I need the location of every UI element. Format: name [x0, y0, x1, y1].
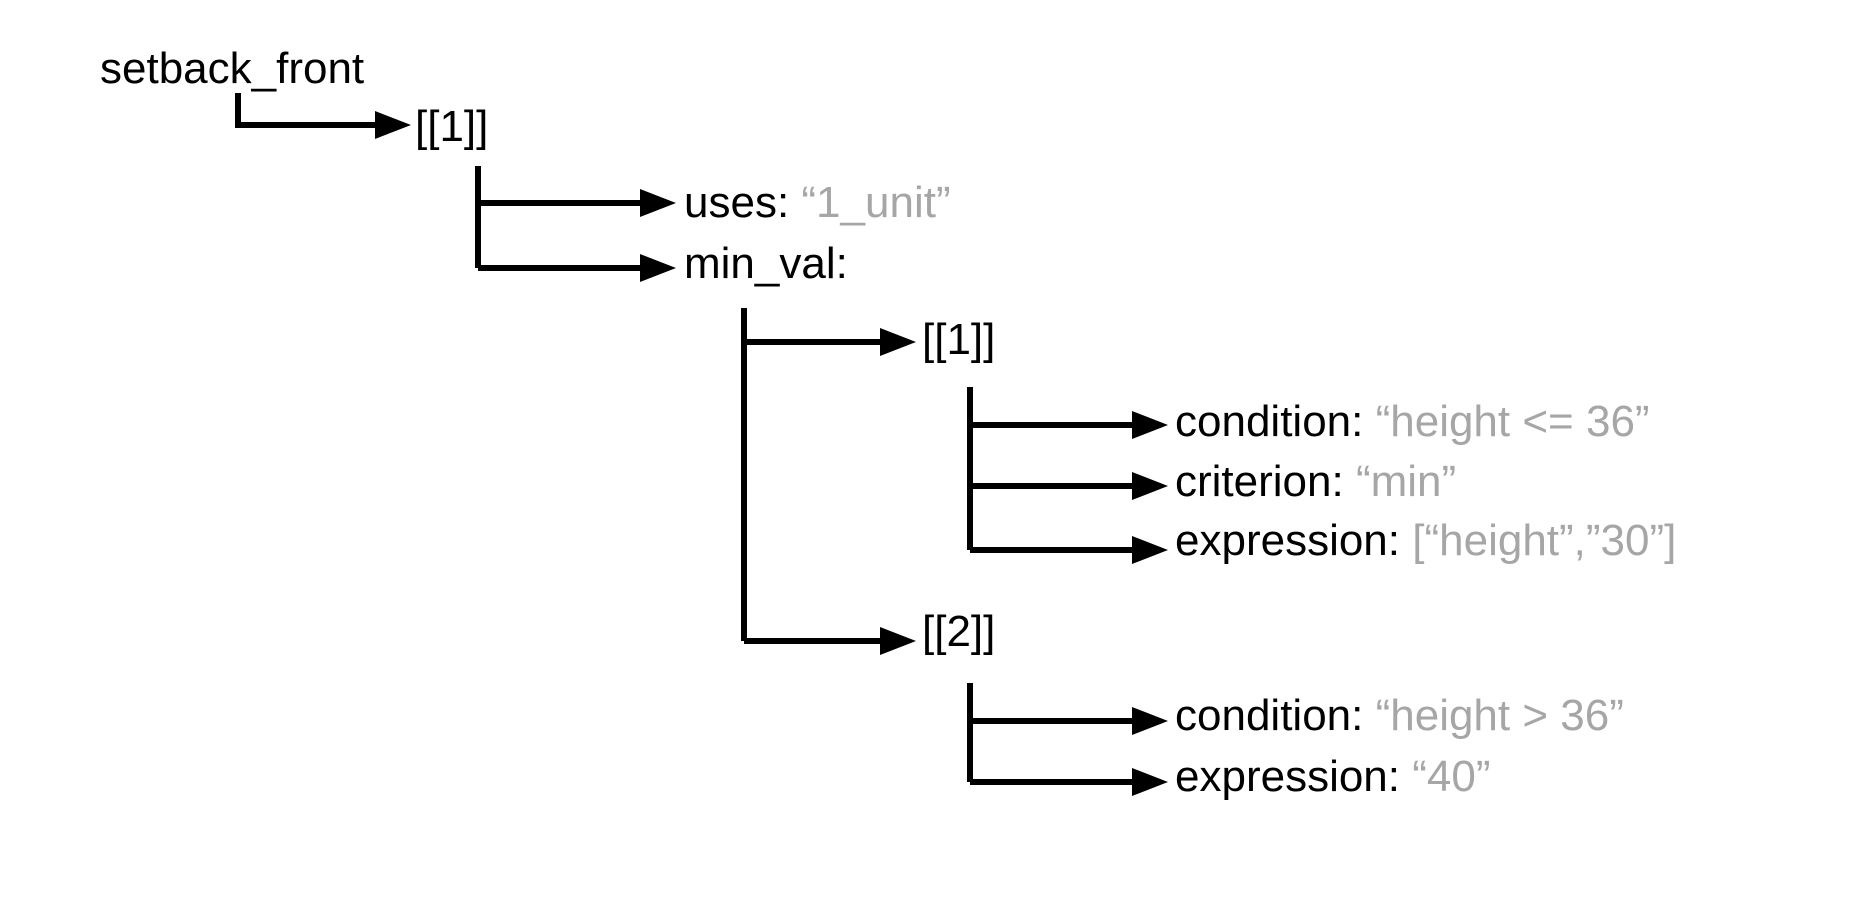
- arrowhead-min-item-2-icon: [880, 627, 916, 655]
- node-expression-2: expression: “40”: [1175, 755, 1491, 799]
- node-key: [[1]]: [415, 102, 489, 151]
- arrowhead-uses-icon: [640, 189, 676, 217]
- arrowhead-cond-1-icon: [1132, 411, 1168, 439]
- node-item-1: [[1]]: [415, 105, 488, 149]
- node-criterion-1: criterion: “min”: [1175, 460, 1456, 504]
- node-key: expression:: [1175, 752, 1401, 801]
- node-key: expression:: [1175, 516, 1401, 565]
- node-key: uses:: [684, 178, 790, 227]
- node-value: “height <= 36”: [1375, 397, 1650, 446]
- arrowhead-expr-2-icon: [1132, 768, 1168, 796]
- arrowhead-crit-1-icon: [1132, 472, 1168, 500]
- node-setback-front: setback_front: [100, 47, 364, 91]
- node-expression-1: expression: [“height”,”30”]: [1175, 519, 1676, 563]
- connector-root-to-item-1: [235, 93, 375, 128]
- node-value: [“height”,”30”]: [1412, 516, 1677, 565]
- node-key: [[1]]: [922, 315, 996, 364]
- node-value: “height > 36”: [1375, 691, 1624, 740]
- node-min-val: min_val:: [684, 242, 848, 286]
- node-value: “min”: [1355, 457, 1457, 506]
- arrowhead-min-item-1-icon: [880, 328, 916, 356]
- node-min-item-1: [[1]]: [922, 318, 995, 362]
- node-condition-1: condition: “height <= 36”: [1175, 400, 1650, 444]
- arrowhead-cond-2-icon: [1132, 707, 1168, 735]
- node-value: “40”: [1412, 752, 1491, 801]
- arrowhead-item-1-icon: [375, 111, 411, 139]
- node-key: condition:: [1175, 397, 1364, 446]
- node-key: setback_front: [100, 44, 365, 93]
- node-key: [[2]]: [922, 607, 996, 656]
- node-min-item-2: [[2]]: [922, 610, 995, 654]
- node-value: “1_unit”: [801, 178, 951, 227]
- node-key: min_val:: [684, 239, 848, 288]
- node-uses: uses: “1_unit”: [684, 181, 951, 225]
- arrowhead-expr-1-icon: [1132, 536, 1168, 564]
- node-condition-2: condition: “height > 36”: [1175, 694, 1624, 738]
- arrowhead-min-val-icon: [640, 254, 676, 282]
- node-key: criterion:: [1175, 457, 1344, 506]
- node-key: condition:: [1175, 691, 1364, 740]
